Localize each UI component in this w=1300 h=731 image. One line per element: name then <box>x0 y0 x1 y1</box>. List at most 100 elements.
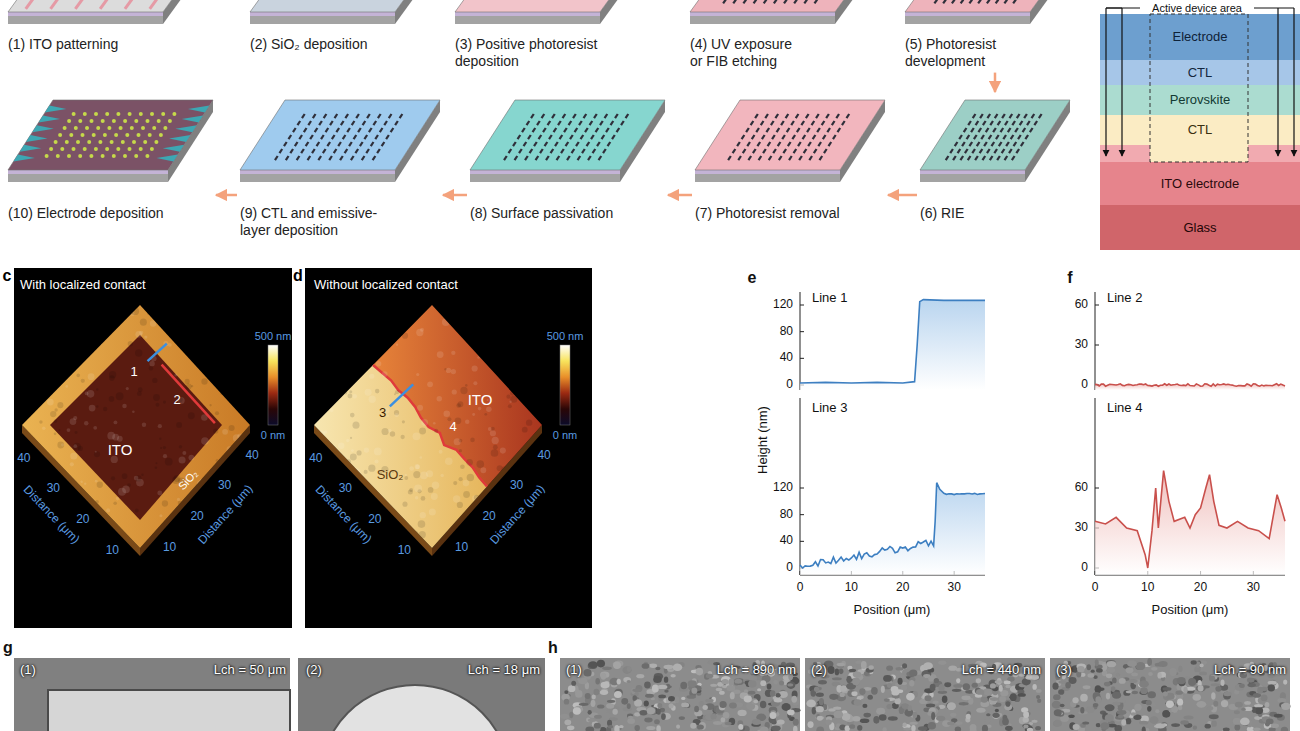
grain <box>174 373 177 376</box>
sem-images <box>14 658 1291 731</box>
opening <box>572 149 575 153</box>
grain <box>46 454 51 459</box>
opening <box>345 149 348 153</box>
perovskite-grain <box>952 689 962 692</box>
grain <box>80 323 85 328</box>
grain <box>344 469 347 472</box>
grain <box>380 340 385 345</box>
plate-layer <box>8 12 163 16</box>
opening <box>310 135 313 139</box>
opening <box>581 135 584 139</box>
opening <box>575 128 578 132</box>
grain <box>520 459 522 461</box>
opening <box>808 142 811 146</box>
pixel-dot <box>123 119 127 123</box>
opening <box>299 135 302 139</box>
perovskite-grain <box>748 680 756 688</box>
opening <box>554 128 557 132</box>
opening <box>803 135 806 139</box>
grain <box>178 308 182 312</box>
plate-right-side <box>835 0 880 24</box>
grain <box>419 428 426 435</box>
perovskite-grain <box>1032 720 1038 723</box>
perovskite-grain <box>737 710 746 716</box>
perovskite-grain <box>816 727 824 731</box>
opening <box>762 135 765 139</box>
grain <box>330 408 334 412</box>
perovskite-grain <box>1037 699 1041 703</box>
opening <box>819 156 822 160</box>
pixel-dot <box>65 140 69 144</box>
opening <box>304 128 307 132</box>
grain <box>167 320 169 322</box>
perovskite-grain <box>837 663 845 667</box>
perovskite-grain <box>627 718 635 724</box>
opening <box>1025 135 1028 139</box>
opening <box>293 128 296 132</box>
electrode-pad <box>26 135 47 142</box>
opening <box>971 128 974 132</box>
perovskite-grain <box>645 694 654 698</box>
grain <box>191 546 195 550</box>
grain <box>226 446 234 454</box>
grain <box>66 499 72 505</box>
perovskite-grain <box>1191 660 1197 664</box>
opening <box>537 121 540 125</box>
perovskite-grain <box>814 687 819 692</box>
perovskite-grain <box>588 719 596 722</box>
sio2-layer <box>1100 145 1150 162</box>
opening <box>754 0 757 3</box>
grain <box>388 531 394 537</box>
sem-image <box>560 658 800 731</box>
opening <box>317 142 320 146</box>
grain <box>72 305 77 310</box>
perovskite-grain <box>871 687 878 695</box>
perovskite-grain <box>895 698 901 704</box>
perovskite-grain <box>1023 711 1029 718</box>
grain <box>43 475 50 482</box>
grain <box>446 368 451 373</box>
perovskite-grain <box>735 679 743 684</box>
grain <box>356 508 361 513</box>
plate-layer <box>8 170 168 174</box>
perovskite-grain <box>601 682 610 689</box>
opening <box>1039 114 1042 118</box>
opening <box>362 156 365 160</box>
perovskite-grain <box>888 716 898 721</box>
plate-front-side <box>455 12 600 24</box>
grain <box>343 348 347 352</box>
perovskite-grain <box>1196 701 1206 708</box>
grain <box>431 493 438 500</box>
perovskite-grain <box>816 706 824 712</box>
opening <box>369 128 372 132</box>
perovskite-grain <box>725 722 732 725</box>
opening <box>1018 135 1021 139</box>
grain <box>312 433 316 437</box>
grain <box>315 322 323 330</box>
substrate-plate <box>8 0 208 24</box>
opening <box>978 128 981 132</box>
opening <box>611 121 614 125</box>
grain <box>186 383 192 389</box>
grain <box>224 311 228 315</box>
grain <box>213 428 218 433</box>
perovskite-grain <box>853 672 862 678</box>
perovskite-grain <box>719 691 725 695</box>
grain <box>142 423 146 427</box>
perovskite-grain <box>1129 679 1138 683</box>
grain <box>351 449 354 452</box>
opening <box>836 114 839 118</box>
perovskite-grain <box>829 694 838 700</box>
grain <box>520 386 527 393</box>
opening <box>301 149 304 153</box>
substrate-plate <box>250 0 440 24</box>
grain <box>342 340 350 348</box>
opening <box>513 142 516 146</box>
grain <box>193 335 200 342</box>
opening <box>606 128 609 132</box>
perovskite-grain <box>594 715 602 719</box>
opening <box>561 149 564 153</box>
tick-mark <box>1095 305 1099 306</box>
perovskite-grain <box>1198 685 1204 691</box>
electrode-pad <box>188 106 209 113</box>
